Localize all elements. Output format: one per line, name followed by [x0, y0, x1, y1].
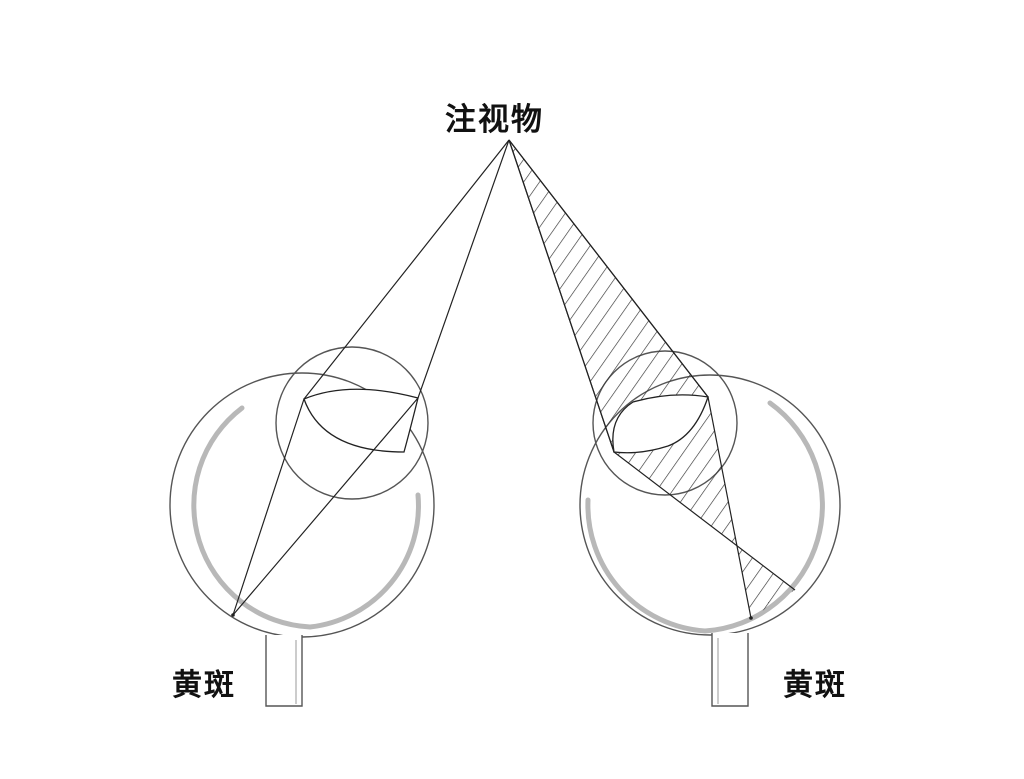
right-eyeball-outline: [579, 374, 841, 636]
left-ray-lower: [232, 139, 510, 616]
left-light-rays: [232, 139, 510, 616]
right-lens: [612, 394, 709, 454]
right-eye: [579, 350, 841, 707]
right-retina: [585, 400, 825, 634]
left-optic-nerve: [265, 635, 303, 707]
right-macula-point: [749, 616, 753, 620]
left-macula-point: [231, 613, 235, 617]
right-light-cone: [508, 139, 796, 619]
right-eye-hatched-region: [614, 397, 795, 618]
left-eye: [169, 346, 435, 707]
left-ray-upper: [232, 139, 510, 616]
right-macula-label: 黄斑: [783, 668, 847, 703]
left-cornea-outline: [275, 346, 429, 500]
macula-points: [231, 613, 753, 620]
fixation-object-label: 注视物: [445, 102, 544, 138]
left-lens: [303, 388, 419, 453]
right-optic-nerve: [711, 633, 749, 707]
left-retina: [191, 405, 421, 630]
left-macula-label: 黄斑: [172, 668, 236, 703]
